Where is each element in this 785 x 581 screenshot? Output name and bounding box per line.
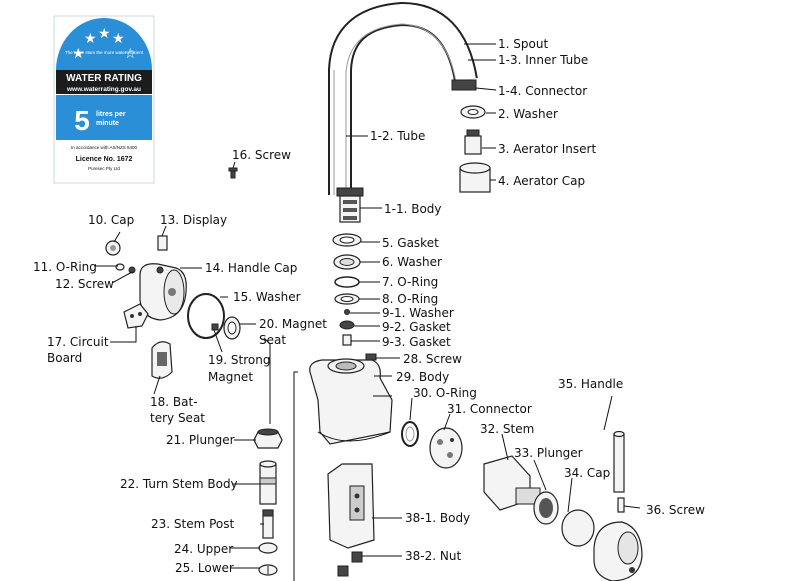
cap-34-part xyxy=(561,509,595,547)
upper-24-part xyxy=(258,542,278,554)
label-body-1-1: 1-1. Body xyxy=(384,202,442,216)
gasket-9-3-part xyxy=(342,334,352,346)
label-display-13: 13. Display xyxy=(160,213,227,227)
badge-number: 5 xyxy=(74,105,90,136)
badge-title: WATER RATING xyxy=(66,73,142,84)
label-lower-25: 25. Lower xyxy=(175,561,234,575)
label-aerator-cap: 4. Aerator Cap xyxy=(498,174,585,188)
nut-38-2-part xyxy=(337,551,363,577)
label-spout: 1. Spout xyxy=(498,37,548,51)
screw-36-part xyxy=(617,497,625,513)
badge-unit-line2: minute xyxy=(96,120,119,127)
badge-licence: Licence No. 1672 xyxy=(76,156,133,163)
handle-base-part xyxy=(593,521,643,581)
label-battery-seat-line2: tery Seat xyxy=(150,411,205,425)
label-magnet-seat-20-line2: Seat xyxy=(259,333,286,347)
label-oring-8: 8. O-Ring xyxy=(382,292,438,306)
screw-12-part xyxy=(128,266,136,274)
star-icon: ★ xyxy=(98,27,111,42)
stem-post-23-part xyxy=(262,509,274,539)
label-handle-cap-14: 14. Handle Cap xyxy=(205,261,297,275)
label-screw-36: 36. Screw xyxy=(646,503,705,517)
label-nut-38-2: 38-2. Nut xyxy=(405,549,461,563)
star-icon: ★ xyxy=(112,32,125,47)
label-turn-stem-body-22: 22. Turn Stem Body xyxy=(120,477,238,491)
label-screw-28: 28. Screw xyxy=(403,352,462,366)
label-battery-seat-line1: 18. Bat- xyxy=(150,395,198,409)
handle-35-part xyxy=(613,430,625,493)
badge-stars-text: The more stars the more water efficient xyxy=(65,50,144,55)
label-aerator-insert: 3. Aerator Insert xyxy=(498,142,596,156)
label-washer-9-1: 9-1. Washer xyxy=(382,306,454,320)
label-oring-30: 30. O-Ring xyxy=(413,386,477,400)
label-gasket-9-2: 9-2. Gasket xyxy=(382,320,451,334)
label-body-29: 29. Body xyxy=(396,370,449,384)
star-icon: ★ xyxy=(72,47,85,62)
label-screw-16: 16. Screw xyxy=(232,148,291,162)
label-washer-15: 15. Washer xyxy=(233,290,301,304)
water-rating-badge: ★ ★ ★ ★ ☆ The more stars the more water … xyxy=(53,15,155,184)
gasket-9-2-part xyxy=(339,320,355,330)
washer-15-part xyxy=(187,293,225,339)
screw-16-part xyxy=(228,167,238,179)
label-tube: 1-2. Tube xyxy=(370,129,425,143)
screw-28-part xyxy=(365,353,377,361)
label-cap-34: 34. Cap xyxy=(564,466,610,480)
badge-url: www.waterrating.gov.au xyxy=(66,86,141,93)
battery-seat-18-part xyxy=(151,341,173,379)
badge-company: Puresec Pty Ltd xyxy=(88,166,120,171)
magnet-seat-20-part xyxy=(223,316,241,340)
label-circuit-board-line2: Board xyxy=(47,351,82,365)
plunger-21-part xyxy=(253,428,283,449)
plunger-33-part xyxy=(533,491,559,525)
label-connector-1-4: 1-4. Connector xyxy=(498,84,587,98)
label-body-38-1: 38-1. Body xyxy=(405,511,470,525)
label-inner-tube: 1-3. Inner Tube xyxy=(498,53,588,67)
body-29-part xyxy=(309,353,393,445)
oring-11-part xyxy=(115,263,125,271)
label-oring-7: 7. O-Ring xyxy=(382,275,438,289)
star-icon: ★ xyxy=(84,32,97,47)
label-circuit-board-line1: 17. Circuit xyxy=(47,335,109,349)
washer-9-1-part xyxy=(344,309,350,315)
label-stem-32: 32. Stem xyxy=(480,422,534,436)
label-screw-12: 12. Screw xyxy=(55,277,114,291)
badge-standard: In accordance with AS/NZS 6400 xyxy=(71,145,138,150)
stem-32-part xyxy=(483,455,541,511)
label-magnet-seat-20-line1: 20. Magnet xyxy=(259,317,327,331)
label-plunger-21: 21. Plunger xyxy=(166,433,235,447)
label-connector-31: 31. Connector xyxy=(447,402,532,416)
aerator-cap-part xyxy=(459,162,491,193)
label-plunger-33: 33. Plunger xyxy=(514,446,583,460)
handle-cap-14-part xyxy=(139,263,187,321)
oring-30-part xyxy=(401,421,419,447)
turn-stem-body-22-part xyxy=(259,460,277,505)
leader-lines xyxy=(94,43,641,569)
label-washer-6: 6. Washer xyxy=(382,255,442,269)
strong-magnet-19-part xyxy=(211,323,219,331)
label-handle-35: 35. Handle xyxy=(558,377,623,391)
spout-part xyxy=(328,1,478,223)
label-oring-11: 11. O-Ring xyxy=(33,260,97,274)
label-washer-2: 2. Washer xyxy=(498,107,558,121)
label-strong-magnet-line2: Magnet xyxy=(208,370,253,384)
oring-7-part xyxy=(334,276,360,288)
circuit-board-17-part xyxy=(123,303,149,329)
connector-31-part xyxy=(429,427,463,469)
label-stem-post-23: 23. Stem Post xyxy=(151,517,235,531)
label-gasket-5: 5. Gasket xyxy=(382,236,439,250)
display-13-part xyxy=(157,235,168,251)
label-upper-24: 24. Upper xyxy=(174,542,233,556)
body-38-1-part xyxy=(327,463,375,549)
label-gasket-9-3: 9-3. Gasket xyxy=(382,335,451,349)
badge-unit-line1: litres per xyxy=(96,111,126,118)
label-strong-magnet-line1: 19. Strong xyxy=(208,353,270,367)
star-icon: ☆ xyxy=(124,47,137,62)
aerator-insert-part xyxy=(464,129,482,155)
label-cap-10: 10. Cap xyxy=(88,213,134,227)
cap-10-part xyxy=(105,240,121,256)
